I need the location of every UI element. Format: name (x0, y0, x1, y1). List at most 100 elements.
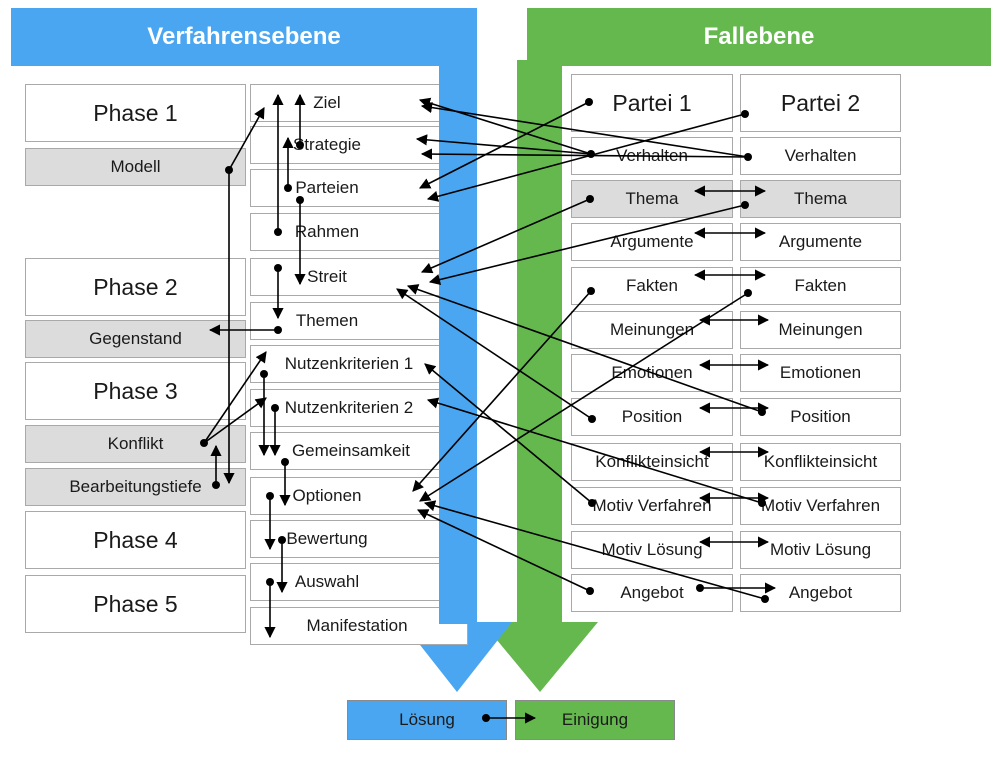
modell-box: Modell (25, 148, 246, 186)
p1-angebot-box: Angebot (571, 574, 733, 612)
step-gemeinsamkeit-box: Gemeinsamkeit (250, 432, 468, 470)
phase-3-label: Phase 3 (93, 377, 178, 404)
loesung-box: Lösung (347, 700, 507, 740)
step-auswahl-label: Auswahl (294, 572, 360, 591)
p1-fakten-label: Fakten (626, 276, 678, 295)
phase-3-box: Phase 3 (25, 362, 246, 420)
partei-1-label: Partei 1 (612, 89, 692, 116)
fallebene-header: Fallebene (527, 8, 991, 66)
p1-emotionen-box: Emotionen (571, 354, 733, 392)
p2-thema-label: Thema (794, 189, 847, 208)
bearbeitungstiefe-box: Bearbeitungstiefe (25, 468, 246, 506)
conn-p2v-strat (420, 148, 749, 160)
p2-meinungen-label: Meinungen (778, 320, 863, 339)
step-nutzenkriterien-2-label: Nutzenkriterien 2 (284, 398, 414, 417)
fallebene-label: Fallebene (703, 23, 815, 50)
p1-konflikteinsicht-label: Konflikteinsicht (595, 452, 709, 471)
p1-motiv-verfahren-box: Motiv Verfahren (571, 487, 733, 525)
p2-fakten-box: Fakten (740, 267, 901, 305)
step-manifestation-box: Manifestation (250, 607, 468, 645)
p1-position-label: Position (621, 407, 683, 426)
conn-p1v-ziel (418, 97, 592, 155)
step-nutzenkriterien-1-label: Nutzenkriterien 1 (284, 354, 414, 373)
step-themen-box: Themen (250, 302, 468, 340)
step-rahmen-label: Rahmen (294, 222, 360, 241)
p1-meinungen-label: Meinungen (609, 320, 695, 339)
step-streit-label: Streit (307, 267, 347, 286)
p2-verhalten-box: Verhalten (740, 137, 901, 175)
partei-2-box: Partei 2 (740, 74, 901, 132)
step-ziel-label: Ziel (313, 93, 341, 112)
step-themen-label: Themen (295, 311, 359, 330)
bearbeitungstiefe-label: Bearbeitungstiefe (69, 477, 202, 496)
p2-emotionen-label: Emotionen (779, 363, 862, 382)
p1-meinungen-box: Meinungen (571, 311, 733, 349)
verfahrensebene-label: Verfahrensebene (147, 23, 341, 50)
p2-konflikteinsicht-label: Konflikteinsicht (763, 452, 878, 471)
step-bewertung-label: Bewertung (286, 529, 368, 548)
fall-flow-arrow (482, 60, 598, 692)
step-auswahl-box: Auswahl (250, 563, 468, 601)
conn-modell-diag (228, 107, 265, 171)
partei-2-label: Partei 2 (780, 89, 861, 116)
step-optionen-label: Optionen (292, 486, 362, 505)
conn-p2f-opt (419, 292, 749, 502)
conn-konflikt-nk2 (203, 397, 267, 444)
step-parteien-label: Parteien (295, 178, 359, 197)
p2-argumente-label: Argumente (778, 232, 863, 251)
p2-motiv-verfahren-label: Motiv Verfahren (760, 496, 881, 515)
phase-2-box: Phase 2 (25, 258, 246, 316)
step-bewertung-box: Bewertung (250, 520, 468, 558)
p2-motiv-loesung-label: Motiv Lösung (769, 540, 872, 559)
p2-verhalten-label: Verhalten (784, 146, 857, 165)
p1-motiv-verfahren-label: Motiv Verfahren (592, 496, 712, 515)
conn-p1f-opt (412, 290, 592, 492)
step-streit-box: Streit (250, 258, 468, 296)
step-nutzenkriterien-2-box: Nutzenkriterien 2 (250, 389, 468, 427)
conn-p2a-opt (423, 500, 766, 600)
p2-motiv-loesung-box: Motiv Lösung (740, 531, 901, 569)
p1-motiv-loesung-label: Motiv Lösung (601, 540, 703, 559)
phase-1-box: Phase 1 (25, 84, 246, 142)
conn-p1pos-streit (396, 288, 593, 420)
conn-p2t-streit (428, 204, 746, 286)
p1-argumente-label: Argumente (610, 232, 694, 251)
conn-p2-parteien (426, 113, 746, 202)
konflikt-label: Konflikt (107, 434, 164, 453)
p1-argumente-box: Argumente (571, 223, 733, 261)
p1-angebot-label: Angebot (620, 583, 684, 602)
conn-konflikt-nk1 (203, 351, 267, 444)
conn-p1t-streit (420, 198, 591, 274)
verfahrensebene-header: Verfahrensebene (11, 8, 477, 66)
step-strategie-label: Strategie (292, 135, 362, 154)
phase-1-label: Phase 1 (93, 99, 178, 126)
conn-p1a-opt (416, 509, 591, 592)
phase-2-label: Phase 2 (93, 273, 178, 300)
konflikt-box: Konflikt (25, 425, 246, 463)
partei-1-box: Partei 1 (571, 74, 733, 132)
phase-5-box: Phase 5 (25, 575, 246, 633)
p1-thema-label: Thema (625, 189, 679, 208)
p2-angebot-label: Angebot (788, 583, 853, 602)
conn-p1v-strat (415, 134, 592, 155)
conn-p2v-ziel (420, 102, 749, 158)
conn-p2pos-streit (406, 284, 763, 413)
step-gemeinsamkeit-label: Gemeinsamkeit (291, 441, 411, 460)
p2-position-label: Position (790, 407, 851, 426)
p2-argumente-box: Argumente (740, 223, 901, 261)
phase-4-box: Phase 4 (25, 511, 246, 569)
conn-p1mv-nk1 (424, 363, 593, 504)
gegenstand-label: Gegenstand (89, 329, 182, 348)
p2-fakten-label: Fakten (794, 276, 847, 295)
einigung-box: Einigung (515, 700, 675, 740)
step-manifestation-label: Manifestation (306, 616, 408, 635)
modell-label: Modell (110, 157, 161, 176)
einigung-label: Einigung (561, 710, 629, 729)
conn-p1-parteien (419, 101, 590, 189)
loesung-label: Lösung (399, 710, 455, 729)
p2-thema-box: Thema (740, 180, 901, 218)
phase-5-label: Phase 5 (93, 590, 178, 617)
phase-4-label: Phase 4 (93, 526, 178, 553)
conn-p2mv-nk2 (426, 397, 763, 504)
